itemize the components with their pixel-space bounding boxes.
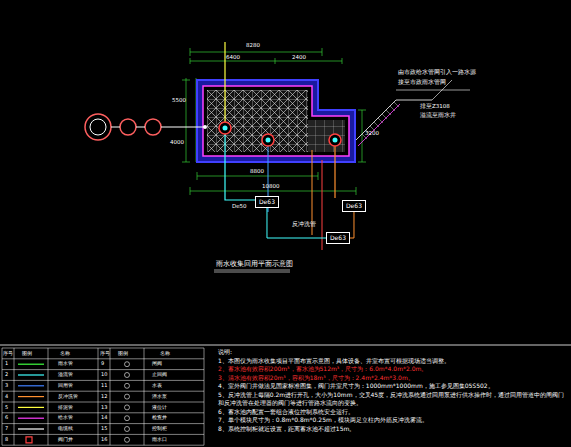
table-cell: 5: [5, 405, 8, 410]
table-cell: 14: [101, 415, 107, 420]
note-line: 4、室外阀门井做法见国家标准图集，阀门井室尺寸为：1000mm*1000mm，施…: [218, 382, 565, 391]
table-cell: 阀门井: [58, 437, 73, 442]
note-line: 7、单个模块尺寸为：0.8m*0.8m*0.25m，模块两足立柱内外筋反冲洗雾流…: [218, 416, 565, 425]
node-text: De63: [330, 235, 346, 241]
table-cell: 9: [101, 361, 104, 366]
table-cell: 6: [5, 415, 8, 420]
device-box: De63: [255, 196, 279, 208]
note-line: 5、反冲洗管上每隔0.2m进行开孔，大小为10mm，交叉45度，反冲洗系统通过回…: [218, 391, 565, 408]
dimension: 8280: [246, 43, 260, 49]
table-cell: 电缆线: [58, 426, 73, 431]
dimension: 6400: [226, 55, 240, 61]
table-cell: 雨水口: [152, 437, 167, 442]
device-box: De63: [326, 232, 350, 244]
note-line: 1、本图仅为雨水收集项目平面布置示意图，具体设备、井室布置可根据现场适当调整。: [218, 357, 565, 366]
table-cell: 控制柜: [152, 426, 167, 431]
node-text: De63: [259, 199, 275, 205]
table-cell: 潜水泵: [152, 394, 167, 399]
pipe-size: De50: [232, 204, 247, 210]
dimension: 10800: [262, 184, 280, 190]
table-cell: 排泥管: [58, 405, 73, 410]
table-cell: 7: [5, 426, 8, 431]
table-cell: 检查井: [152, 415, 167, 420]
device-box: De63: [342, 200, 366, 212]
note-line: 说明:: [218, 348, 565, 357]
table-header: 序号: [3, 351, 13, 356]
table-cell: 16: [101, 437, 107, 442]
table-cell: 1: [5, 361, 8, 366]
table-cell: 雨水管: [58, 361, 73, 366]
table-header: 名称: [60, 351, 70, 356]
pipe-connector: [267, 208, 326, 238]
dimension: 2400: [292, 55, 306, 61]
table-cell: 12: [101, 394, 107, 399]
table-cell: 8: [5, 437, 8, 442]
callout-text: 接至市政雨水管网: [398, 80, 446, 86]
table-cell: 10: [101, 372, 107, 377]
note-line: 3、清水池有效容积20m³，容积为18m³，尺寸为：2.4m*2.4m*3.0m…: [218, 374, 565, 383]
table-cell: 回用管: [58, 383, 73, 388]
pipe-label: 反冲洗管: [292, 222, 316, 228]
table-cell: 溢流管: [58, 372, 73, 377]
node-text: De63: [346, 203, 362, 209]
table-header: 名称: [160, 351, 170, 356]
drawing-title: 雨水收集回用平面示意图: [216, 261, 293, 268]
table-cell: 给水管: [58, 415, 73, 420]
callout-text: 由市政给水管网引入一路水源: [398, 70, 476, 76]
table-cell: 2: [5, 372, 8, 377]
table-header: 图例: [118, 351, 128, 356]
table-cell: 水表: [152, 383, 162, 388]
dimension: 8800: [250, 169, 264, 175]
table-cell: 闸阀: [152, 361, 162, 366]
dimension: 4000: [170, 140, 184, 146]
callout-text: 排至Z3108: [420, 104, 450, 110]
dimension: 5500: [172, 98, 186, 104]
table-header: 图例: [22, 351, 32, 356]
table-cell: 液位计: [152, 405, 167, 410]
table-cell: 3: [5, 383, 8, 388]
table-cell: 15: [101, 426, 107, 431]
note-line: 8、系统控制柜就近设置，距离蓄水池不超过15m。: [218, 425, 565, 434]
table-cell: 13: [101, 405, 107, 410]
table-header: 序号: [100, 351, 110, 356]
callout-text: 溢流至雨水井: [420, 113, 456, 119]
note-line: 2、蓄水池有效容积200m³，蓄水池为512m³，尺寸为：6.0m*4.0m*2…: [218, 365, 565, 374]
table-cell: 4: [5, 394, 8, 399]
note-line: 6、蓄水池内配置一套组合液位控制系统安全运行。: [218, 408, 565, 417]
table-cell: 11: [101, 383, 107, 388]
dimension: 3200: [365, 131, 379, 137]
pipe-connector: [350, 212, 354, 238]
table-cell: 反冲洗管: [58, 394, 78, 399]
notes-block: 说明:1、本图仅为雨水收集项目平面布置示意图，具体设备、井室布置可根据现场适当调…: [218, 348, 565, 433]
table-cell: 止回阀: [152, 372, 167, 377]
